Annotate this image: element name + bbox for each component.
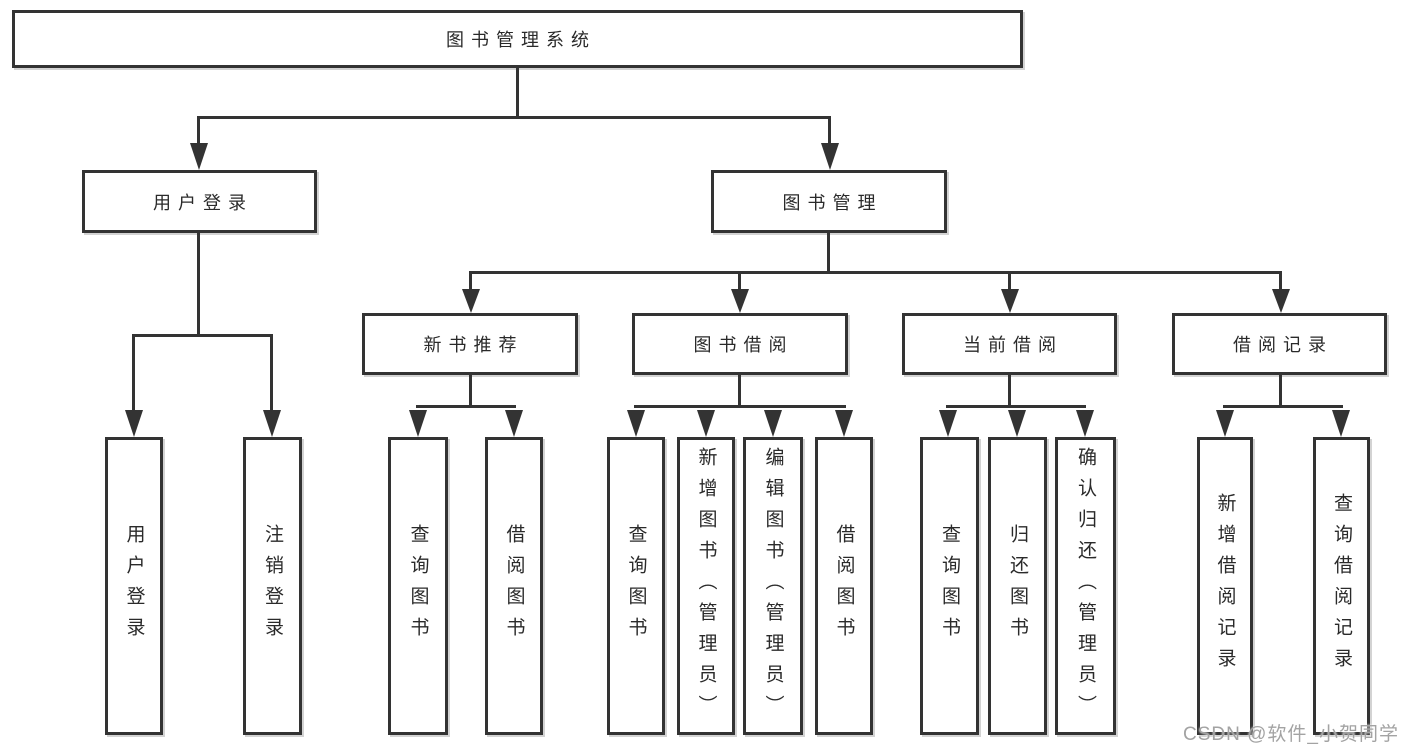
arrowhead bbox=[505, 410, 523, 437]
connector bbox=[827, 233, 830, 273]
arrowhead bbox=[409, 410, 427, 437]
leaf-user-login: 用户登录 bbox=[105, 437, 163, 735]
arrowhead bbox=[1216, 410, 1234, 437]
arrowhead bbox=[1001, 289, 1019, 313]
connector bbox=[132, 336, 135, 412]
arrowhead bbox=[835, 410, 853, 437]
connector bbox=[738, 375, 741, 407]
connector bbox=[416, 405, 516, 408]
connector bbox=[946, 405, 1086, 408]
connector bbox=[516, 68, 519, 118]
connector bbox=[1008, 273, 1011, 291]
arrowhead bbox=[697, 410, 715, 437]
leaf-br-query-record: 查询借阅记录 bbox=[1313, 437, 1370, 735]
arrowhead bbox=[125, 410, 143, 437]
leaf-br-add-record: 新增借阅记录 bbox=[1197, 437, 1253, 735]
arrowhead bbox=[821, 143, 839, 170]
arrowhead bbox=[939, 410, 957, 437]
node-current-borrow: 当前借阅 bbox=[902, 313, 1117, 375]
connector bbox=[270, 336, 273, 412]
connector bbox=[1279, 273, 1282, 291]
leaf-bb-edit-books-admin: 编辑图书（管理员） bbox=[743, 437, 803, 735]
connector bbox=[1279, 375, 1282, 407]
leaf-nb-query-books: 查询图书 bbox=[388, 437, 448, 735]
leaf-cb-query-books: 查询图书 bbox=[920, 437, 979, 735]
arrowhead bbox=[1076, 410, 1094, 437]
connector bbox=[469, 375, 472, 407]
arrowhead bbox=[764, 410, 782, 437]
arrowhead bbox=[1332, 410, 1350, 437]
connector bbox=[469, 271, 1282, 274]
arrowhead bbox=[190, 143, 208, 170]
connector bbox=[197, 116, 831, 119]
node-root-library-system: 图书管理系统 bbox=[12, 10, 1023, 68]
leaf-cb-confirm-return-admin: 确认归还（管理员） bbox=[1055, 437, 1116, 735]
leaf-cb-return-books: 归还图书 bbox=[988, 437, 1047, 735]
connector bbox=[828, 118, 831, 146]
arrowhead bbox=[731, 289, 749, 313]
node-user-login: 用户登录 bbox=[82, 170, 317, 233]
leaf-bb-query-books: 查询图书 bbox=[607, 437, 665, 735]
arrowhead bbox=[627, 410, 645, 437]
arrowhead bbox=[1272, 289, 1290, 313]
connector bbox=[132, 334, 273, 337]
leaf-logout: 注销登录 bbox=[243, 437, 302, 735]
connector bbox=[197, 118, 200, 146]
arrowhead bbox=[263, 410, 281, 437]
node-book-borrow: 图书借阅 bbox=[632, 313, 848, 375]
connector bbox=[738, 273, 741, 291]
node-borrow-record: 借阅记录 bbox=[1172, 313, 1387, 375]
connector bbox=[1008, 375, 1011, 407]
node-new-book-recommend: 新书推荐 bbox=[362, 313, 578, 375]
connector bbox=[1223, 405, 1343, 408]
arrowhead bbox=[1008, 410, 1026, 437]
leaf-bb-borrow-books: 借阅图书 bbox=[815, 437, 873, 735]
connector bbox=[197, 233, 200, 337]
connector bbox=[469, 273, 472, 291]
connector bbox=[634, 405, 846, 408]
arrowhead bbox=[462, 289, 480, 313]
leaf-bb-add-books-admin: 新增图书（管理员） bbox=[677, 437, 735, 735]
leaf-nb-borrow-books: 借阅图书 bbox=[485, 437, 543, 735]
node-book-management: 图书管理 bbox=[711, 170, 947, 233]
watermark: CSDN @软件_小贺同学 bbox=[1183, 724, 1399, 745]
